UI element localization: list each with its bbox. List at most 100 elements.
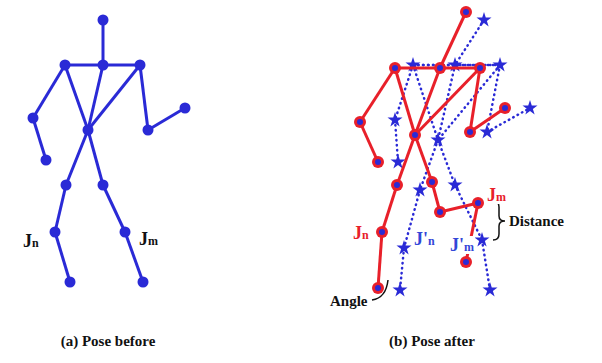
joint-label: Jm [486, 186, 507, 204]
joint-dot [98, 60, 109, 71]
joint-ring [499, 102, 511, 114]
joint-core [463, 259, 469, 265]
joint-dot [83, 125, 94, 136]
joint-dot [135, 60, 146, 71]
panel-caption: (a) Pose before [60, 334, 157, 349]
bone-line [88, 130, 103, 185]
star-joint [396, 240, 411, 254]
bone-line [33, 118, 46, 160]
star-joint [392, 282, 407, 296]
distance-bracket [493, 201, 505, 240]
joint-ring [460, 6, 472, 18]
bone-line [397, 135, 415, 185]
joint-dot [409, 129, 421, 141]
joint-ring [472, 197, 484, 209]
dotted-bone [400, 248, 404, 290]
bone-line [66, 130, 88, 185]
joint-dot [464, 126, 476, 138]
joint-core [467, 129, 473, 135]
joint-dot [138, 277, 149, 288]
joint-ring [434, 206, 446, 218]
panel-caption: (b) Pose after [388, 334, 476, 349]
joint-core [429, 179, 435, 185]
dotted-bone [487, 65, 500, 132]
joint-dot [472, 197, 484, 209]
bone-line [415, 68, 440, 135]
joint-core [357, 119, 363, 125]
bone-line [33, 65, 65, 118]
joints-after [354, 6, 511, 294]
joint-ring [372, 282, 384, 294]
joint-dot [354, 116, 366, 128]
angle-label: Angle [329, 294, 369, 309]
joint-dot [120, 227, 131, 238]
bone-line [65, 64, 103, 67]
bone-line [140, 65, 148, 130]
bone-line [360, 122, 378, 162]
skeleton-before [33, 20, 185, 282]
joint-label: Jm [138, 230, 159, 248]
joint-core [379, 229, 385, 235]
joint-ring [409, 129, 421, 141]
joint-dot [60, 60, 71, 71]
star-joint [492, 57, 507, 71]
joint-dot [98, 15, 109, 26]
joint-core [463, 9, 469, 15]
joints-before [28, 15, 191, 288]
joint-dot [98, 180, 109, 191]
joint-core [502, 105, 508, 111]
joint-core [394, 182, 400, 188]
star-joint [412, 182, 427, 196]
joint-dot [180, 103, 191, 114]
distance-label: Distance [508, 214, 565, 229]
star-joint [387, 112, 402, 126]
joint-dot [391, 179, 403, 191]
joint-core [412, 132, 418, 138]
joint-ring [391, 179, 403, 191]
joint-core [475, 200, 481, 206]
bone-line [415, 135, 432, 182]
joint-dot [50, 227, 61, 238]
joint-core [437, 209, 443, 215]
joint-dot [460, 256, 472, 268]
joint-ring [426, 176, 438, 188]
joint-label: J'm [449, 236, 475, 254]
skeleton-reference [395, 20, 530, 290]
bone-line [55, 185, 66, 232]
joint-ring [376, 226, 388, 238]
joint-dot [41, 155, 52, 166]
joint-dot [499, 102, 511, 114]
joint-core [437, 65, 443, 71]
joint-dot [434, 206, 446, 218]
bone-line [65, 65, 88, 130]
joint-core [477, 65, 483, 71]
joint-ring [372, 156, 384, 168]
bone-line [470, 108, 505, 132]
dotted-bone [420, 140, 438, 190]
star-joint [430, 132, 445, 146]
joint-dot [28, 113, 39, 124]
joint-ring [389, 62, 401, 74]
star-joint [479, 124, 494, 138]
bone-line [395, 67, 440, 70]
bone-line [415, 68, 480, 135]
joint-ring [434, 62, 446, 74]
joint-dot [474, 62, 486, 74]
joint-dot [389, 62, 401, 74]
bone-line [395, 68, 415, 135]
joint-dot [372, 282, 384, 294]
joint-ring [464, 126, 476, 138]
star-joint [482, 282, 497, 296]
joint-core [375, 159, 381, 165]
bone-line [88, 65, 140, 130]
skeleton-after [360, 12, 505, 288]
dotted-bone [482, 240, 490, 290]
dotted-bone [455, 185, 482, 240]
joint-dot [376, 226, 388, 238]
angle-leader [372, 280, 388, 300]
bone-line [360, 68, 395, 122]
joint-core [392, 65, 398, 71]
joint-dot [460, 6, 472, 18]
joint-dot [143, 125, 154, 136]
